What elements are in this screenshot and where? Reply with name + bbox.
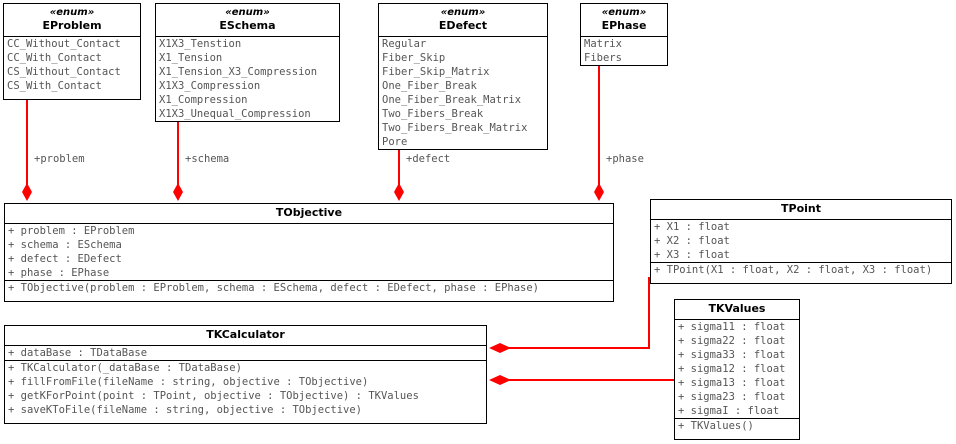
enum-literal: Fiber_Skip — [382, 52, 446, 64]
attribute-row: + sigma23 : float — [678, 391, 786, 403]
enum-literal: CS_With_Contact — [7, 80, 102, 92]
class-box-tkvalues[interactable]: TKValues + sigma11 : float + sigma22 : f… — [674, 299, 800, 440]
class-stereotype-ephase: «enum» — [601, 7, 647, 18]
class-stereotype-eproblem: «enum» — [49, 7, 95, 18]
association-label-defect: +defect — [406, 153, 451, 165]
compartment-padding — [675, 433, 799, 439]
enum-literal: One_Fiber_Break_Matrix — [382, 94, 522, 106]
class-header-ephase: «enum» EPhase — [581, 4, 667, 37]
compartment-padding — [5, 417, 486, 423]
composition-diamond-defect — [394, 183, 404, 201]
association-label-problem: +problem — [34, 153, 85, 165]
class-members-eproblem: CC_Without_Contact CC_With_Contact CS_Wi… — [4, 37, 140, 99]
operation-row: + TPoint(X1 : float, X2 : float, X3 : fl… — [654, 264, 933, 276]
class-name-eproblem: EProblem — [42, 19, 102, 32]
class-stereotype-edefect: «enum» — [440, 7, 486, 18]
compartment-padding — [651, 277, 951, 283]
enum-literal: X1_Compression — [159, 94, 248, 106]
attribute-row: + dataBase : TDataBase — [8, 347, 148, 359]
attribute-row: + X1 : float — [654, 221, 730, 233]
enum-literal: X1_Tension_X3_Compression — [159, 66, 318, 78]
attribute-row: + X3 : float — [654, 249, 730, 261]
association-label-schema: +schema — [185, 153, 230, 165]
operation-row: + TKValues() — [678, 420, 754, 432]
class-stereotype-eschema: «enum» — [225, 7, 270, 18]
enum-literal: X1X3_Unequal_Compression — [159, 108, 311, 120]
attribute-row: + sigma33 : float — [678, 349, 786, 361]
enum-literal: Fibers — [584, 52, 622, 64]
attribute-row: + sigma22 : float — [678, 335, 786, 347]
class-name-tkcalculator: TKCalculator — [206, 328, 285, 341]
class-name-tkvalues: TKValues — [708, 302, 766, 315]
attribute-row: + sigma13 : float — [678, 377, 786, 389]
attribute-row: + sigmaI : float — [678, 405, 780, 417]
enum-literal: CS_Without_Contact — [7, 66, 121, 78]
class-box-eschema[interactable]: «enum» ESchema X1X3_Tenstion X1_Tension … — [155, 3, 340, 122]
compartment-padding — [5, 295, 613, 301]
composition-diamond-schema — [173, 183, 183, 201]
enum-literal: Fiber_Skip_Matrix — [382, 66, 490, 78]
attribute-row: + schema : ESchema — [8, 239, 122, 251]
operation-row: + saveKToFile(fileName : string, objecti… — [8, 404, 363, 416]
composition-diamond-point — [489, 343, 511, 353]
enum-literal: X1X3_Compression — [159, 80, 261, 92]
class-box-eproblem[interactable]: «enum» EProblem CC_Without_Contact CC_Wi… — [3, 3, 141, 100]
class-header-eproblem: «enum» EProblem — [4, 4, 140, 37]
class-operations-tkvalues: + TKValues() — [675, 419, 799, 439]
composition-diamond-phase — [594, 183, 604, 201]
class-name-eschema: ESchema — [219, 19, 276, 32]
class-members-ephase: Matrix Fibers — [581, 37, 667, 65]
enum-literal: X1_Tension — [159, 52, 223, 64]
class-members-edefect: Regular Fiber_Skip Fiber_Skip_Matrix One… — [379, 37, 547, 149]
association-label-phase: +phase — [606, 153, 644, 165]
class-name-tobjective: TObjective — [275, 206, 343, 219]
composition-diamond-problem — [22, 183, 32, 201]
class-box-tpoint[interactable]: TPoint + X1 : float + X2 : float + X3 : … — [650, 199, 952, 284]
class-header-tkvalues: TKValues — [675, 300, 799, 320]
attribute-row: + phase : EPhase — [8, 267, 110, 279]
class-operations-tkcalculator: + TKCalculator(_dataBase : TDataBase) + … — [5, 361, 486, 423]
enum-literal: Pore — [382, 136, 408, 148]
class-box-edefect[interactable]: «enum» EDefect Regular Fiber_Skip Fiber_… — [378, 3, 548, 150]
class-name-tpoint: TPoint — [781, 202, 821, 215]
enum-literal: X1X3_Tenstion — [159, 38, 242, 50]
enum-literal: CC_With_Contact — [7, 52, 102, 64]
class-header-tkcalculator: TKCalculator — [5, 326, 486, 346]
class-operations-tpoint: + TPoint(X1 : float, X2 : float, X3 : fl… — [651, 263, 951, 283]
composition-diamond-kvalues — [489, 375, 511, 385]
class-box-ephase[interactable]: «enum» EPhase Matrix Fibers — [580, 3, 668, 66]
attribute-row: + sigma12 : float — [678, 363, 786, 375]
enum-literal: Two_Fibers_Break_Matrix — [382, 122, 528, 134]
class-attributes-tpoint: + X1 : float + X2 : float + X3 : float — [651, 220, 951, 263]
enum-literal: CC_Without_Contact — [7, 38, 121, 50]
operation-row: + getKForPoint(point : TPoint, objective… — [8, 390, 419, 402]
class-box-tobjective[interactable]: TObjective + problem : EProblem + schema… — [4, 203, 614, 302]
enum-literal: Matrix — [584, 38, 622, 50]
attribute-row: + X2 : float — [654, 235, 730, 247]
class-attributes-tkvalues: + sigma11 : float + sigma22 : float + si… — [675, 320, 799, 419]
operation-row: + TObjective(problem : EProblem, schema … — [8, 282, 540, 294]
operation-row: + TKCalculator(_dataBase : TDataBase) — [8, 362, 242, 374]
class-members-eschema: X1X3_Tenstion X1_Tension X1_Tension_X3_C… — [156, 37, 339, 121]
class-attributes-tkcalculator: + dataBase : TDataBase — [5, 346, 486, 361]
class-header-edefect: «enum» EDefect — [379, 4, 547, 37]
link-line-point — [500, 277, 650, 349]
class-attributes-tobjective: + problem : EProblem + schema : ESchema … — [5, 224, 613, 281]
class-name-ephase: EPhase — [601, 19, 647, 32]
enum-literal: Two_Fibers_Break — [382, 108, 484, 120]
enum-literal: One_Fiber_Break — [382, 80, 477, 92]
class-header-tobjective: TObjective — [5, 204, 613, 224]
class-header-tpoint: TPoint — [651, 200, 951, 220]
operation-row: + fillFromFile(fileName : string, object… — [8, 376, 369, 388]
attribute-row: + defect : EDefect — [8, 253, 122, 265]
class-header-eschema: «enum» ESchema — [156, 4, 339, 37]
class-operations-tobjective: + TObjective(problem : EProblem, schema … — [5, 281, 613, 301]
class-name-edefect: EDefect — [438, 19, 488, 32]
class-box-tkcalculator[interactable]: TKCalculator + dataBase : TDataBase + TK… — [4, 325, 487, 424]
enum-literal: Regular — [382, 38, 427, 50]
attribute-row: + problem : EProblem — [8, 225, 135, 237]
compartment-padding — [4, 93, 140, 99]
attribute-row: + sigma11 : float — [678, 321, 786, 333]
